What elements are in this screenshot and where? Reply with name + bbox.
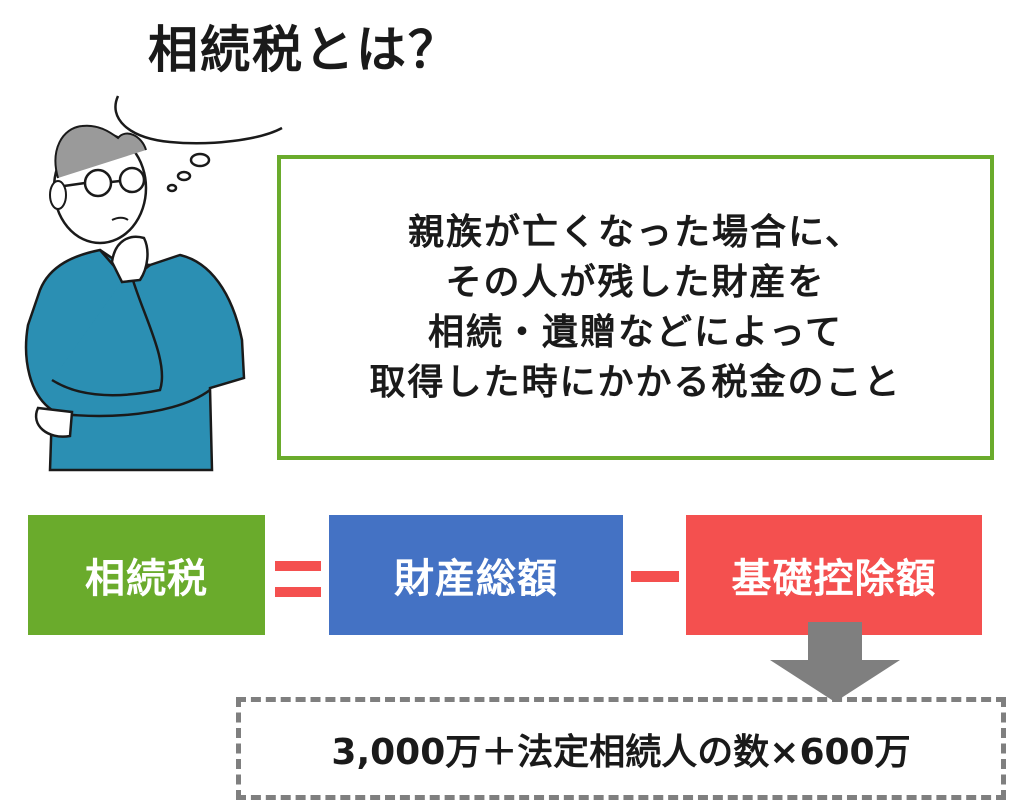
deduction-formula-box: 3,000万＋法定相続人の数×600万 <box>236 697 1006 800</box>
thought-bubble-icon <box>114 95 283 193</box>
equals-icon <box>275 561 321 599</box>
deduction-formula: 3,000万＋法定相続人の数×600万 <box>331 731 911 773</box>
definition-box: 親族が亡くなった場合に、 その人が残した財産を 相続・遺贈などによって 取得した… <box>277 155 994 460</box>
arrow-down-icon <box>770 622 900 702</box>
definition-line: 取得した時にかかる税金のこと <box>369 361 902 403</box>
definition-line: その人が残した財産を <box>445 261 826 303</box>
minus-icon <box>631 571 679 582</box>
total-assets-box: 財産総額 <box>329 515 623 635</box>
definition-line: 相続・遺贈などによって <box>427 311 844 353</box>
page-title: 相続税とは？ <box>148 21 460 79</box>
thinking-man-icon <box>24 95 283 472</box>
inheritance-tax-box: 相続税 <box>28 515 265 635</box>
definition-line: 親族が亡くなった場合に、 <box>408 211 863 253</box>
basic-deduction-box: 基礎控除額 <box>686 515 982 635</box>
